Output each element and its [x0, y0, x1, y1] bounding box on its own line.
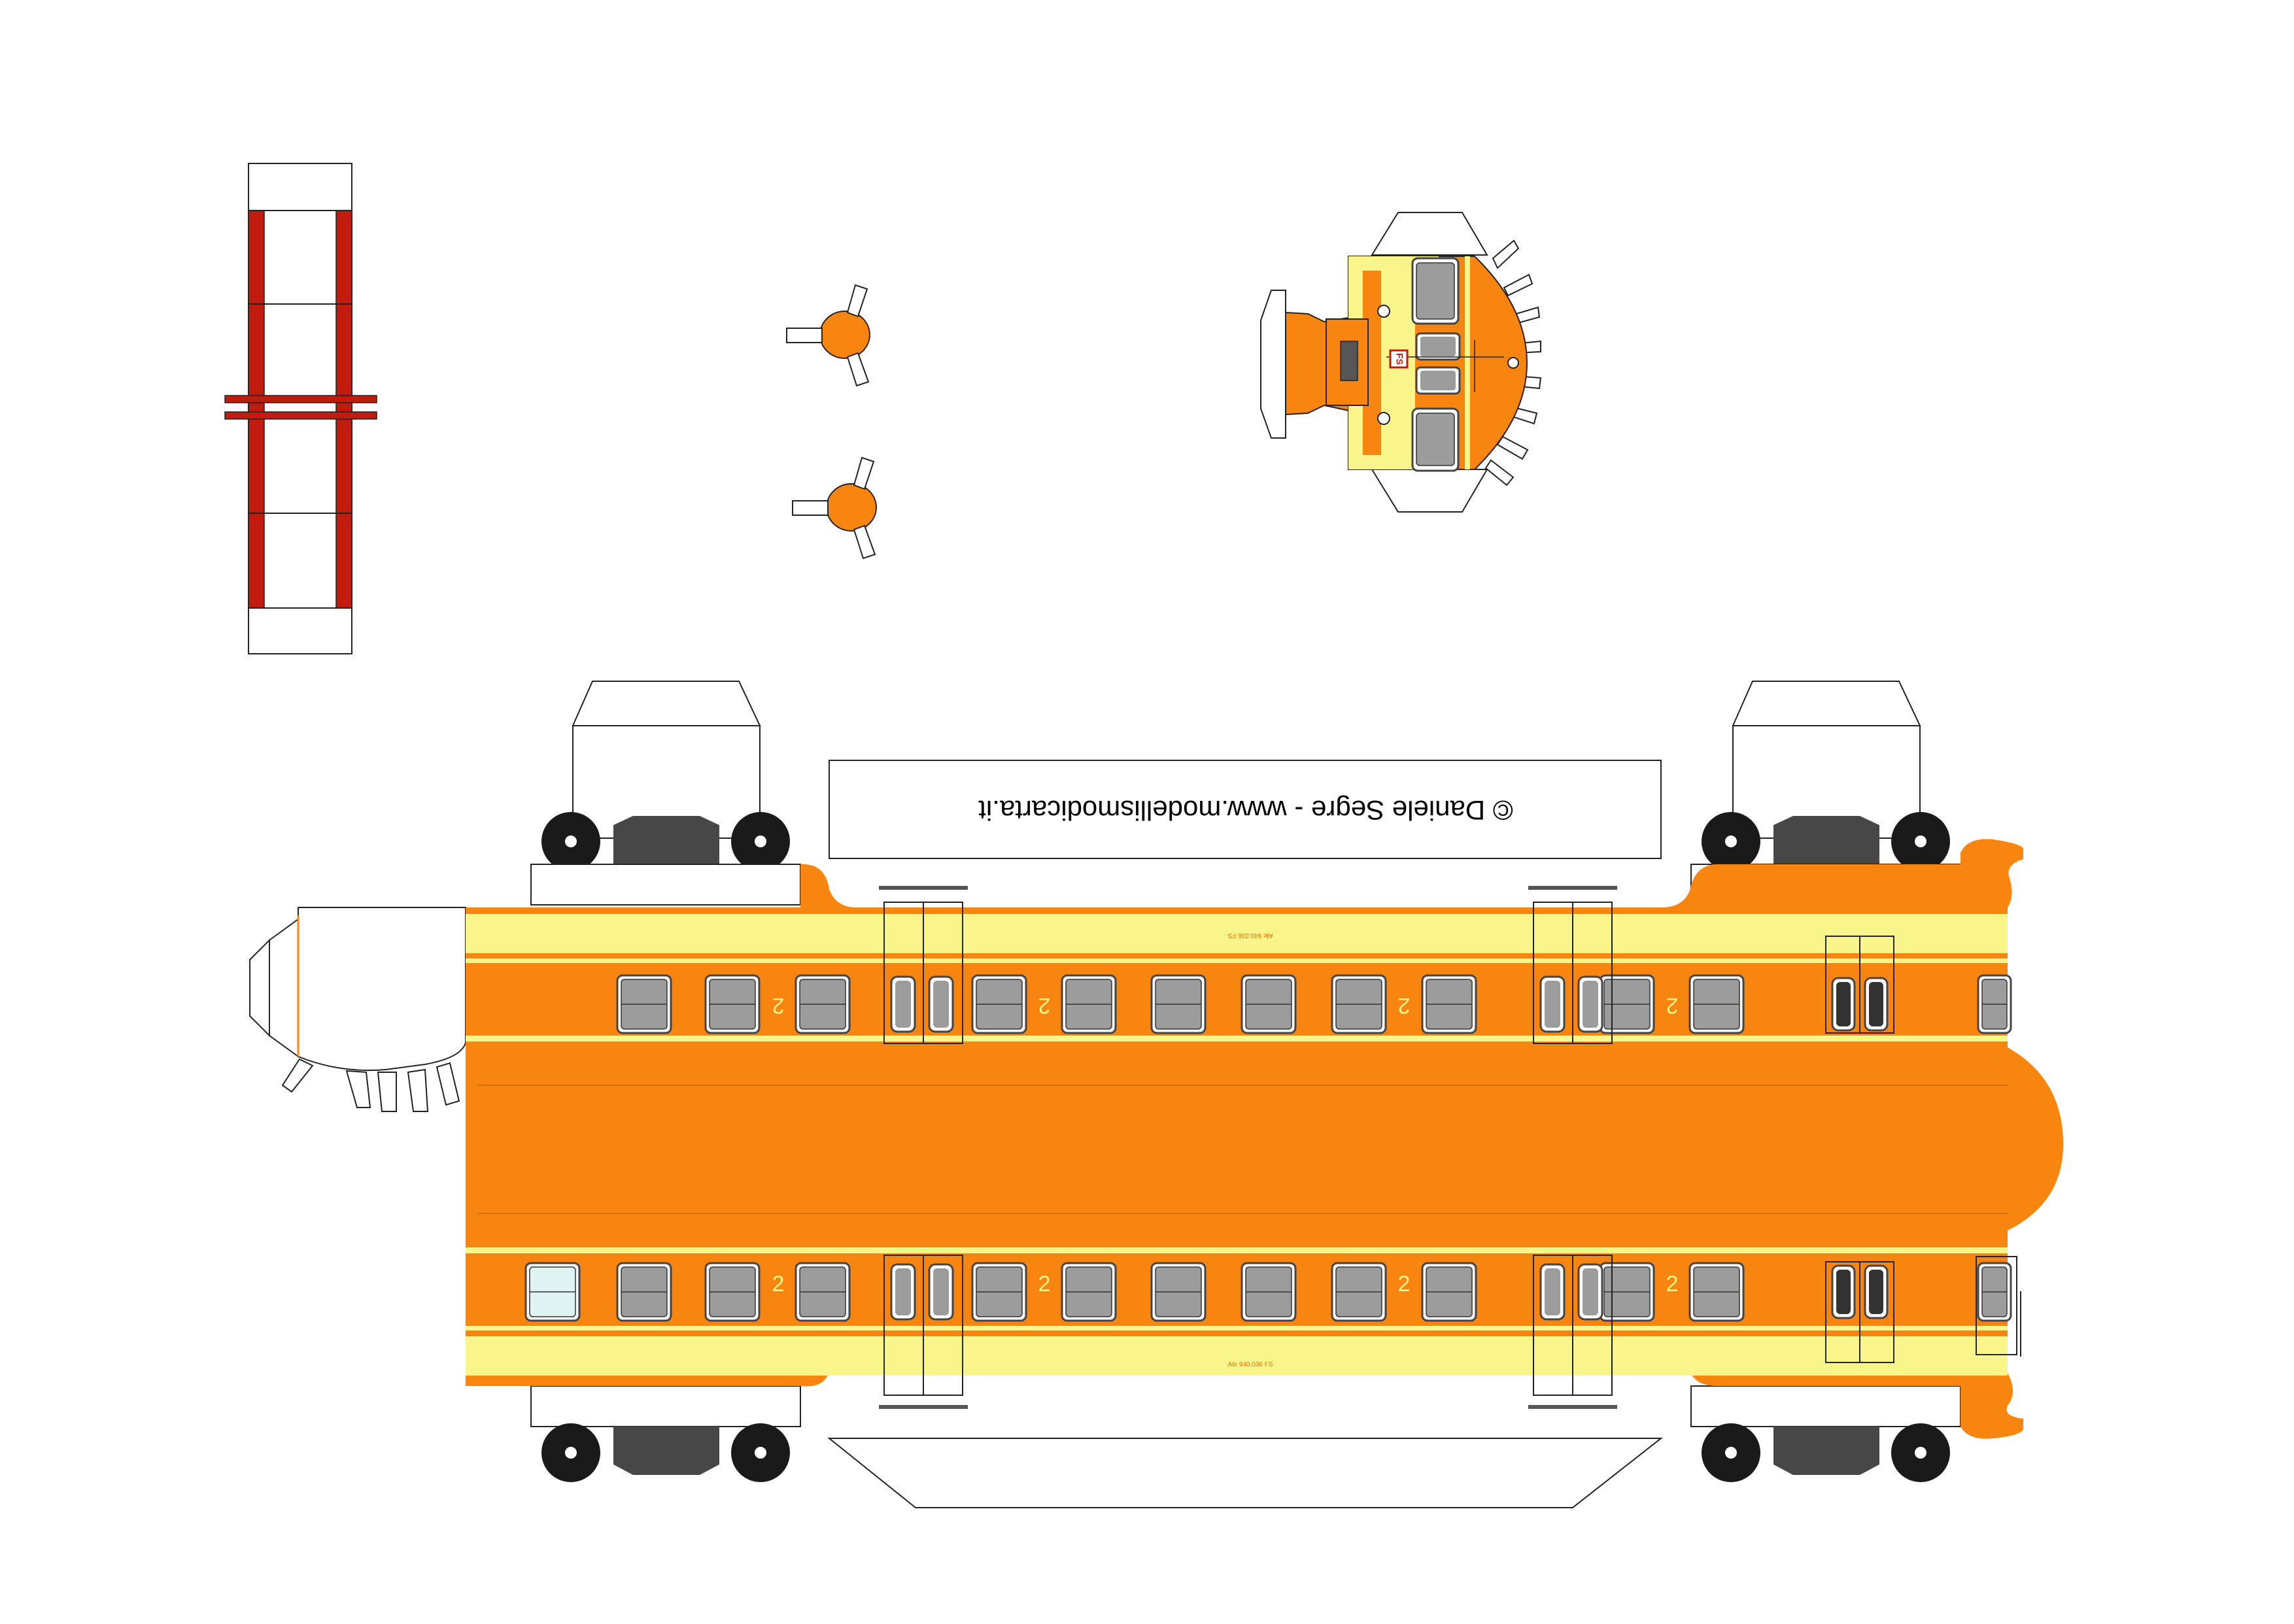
cab-window	[1411, 257, 1460, 325]
passenger-window	[1421, 974, 1477, 1034]
coupler-piece-2	[792, 456, 877, 560]
class-mark-row: 2 2 2 2 2 2 2 2	[772, 993, 1679, 1296]
bogie-bottom-left	[530, 1385, 801, 1482]
coupler-piece-1	[786, 284, 870, 387]
door-window-pair	[890, 1263, 954, 1321]
roof-tab-top	[829, 760, 1662, 859]
passenger-window	[971, 1262, 1027, 1322]
passenger-window	[1977, 1262, 2012, 1322]
class-mark: 2	[772, 1272, 785, 1296]
passenger-window	[616, 1262, 672, 1322]
passenger-window	[1599, 974, 1655, 1034]
class-mark: 2	[1398, 993, 1411, 1018]
copyright-text: © Daniele Segre - www.modellismodicarta.…	[978, 795, 1513, 826]
bogie-top-left	[530, 681, 801, 905]
class-mark: 2	[1666, 993, 1679, 1018]
passenger-window	[1241, 1262, 1297, 1322]
passenger-window	[1421, 1262, 1477, 1322]
passenger-window	[1688, 1262, 1745, 1322]
passenger-window	[704, 974, 761, 1034]
passenger-window	[1061, 1262, 1117, 1322]
entrance-door	[1528, 1255, 1617, 1409]
passenger-window	[1977, 974, 2012, 1034]
underframe-piece	[224, 163, 377, 654]
end-door	[1825, 936, 1894, 1034]
passenger-window	[1688, 974, 1745, 1034]
entrance-door	[879, 1255, 968, 1409]
car-number-bottom: Ale 940.036 FS	[1228, 1361, 1273, 1368]
passenger-window	[1241, 974, 1297, 1034]
upper-door-row	[879, 886, 1617, 1044]
cab-front-piece: FS	[1260, 212, 1542, 513]
passenger-window	[795, 1262, 851, 1322]
passenger-window	[1061, 974, 1117, 1034]
bogie-bottom-right	[1690, 1385, 1961, 1482]
class-mark: 2	[1398, 1272, 1411, 1296]
entrance-door	[1528, 886, 1617, 1044]
floor-tab-bottom	[827, 1438, 1663, 1508]
passenger-window	[1599, 1262, 1655, 1322]
passenger-window	[1150, 974, 1207, 1034]
passenger-window	[616, 974, 672, 1034]
fs-logo: FS	[1394, 353, 1405, 365]
class-mark: 2	[1038, 1272, 1051, 1296]
class-mark: 2	[772, 993, 785, 1018]
passenger-window	[1150, 1262, 1207, 1322]
lower-door-row	[879, 1255, 1617, 1409]
passenger-window	[1331, 1262, 1387, 1322]
door-window-pair	[1539, 1263, 1603, 1321]
door-window-pair	[890, 975, 954, 1033]
car-number-top: Ale 940.036 FS	[1227, 932, 1273, 939]
cab-window	[1411, 407, 1460, 472]
car-body: 2 2 2 2 2 2 2 2 Ale 940.036 FS Ale 940.036 FS	[466, 839, 2063, 1439]
passenger-window	[795, 974, 851, 1034]
door-window-pair	[1539, 975, 1603, 1033]
class-mark: 2	[1038, 993, 1051, 1018]
entrance-door	[879, 886, 968, 1044]
end-door	[1825, 1261, 1894, 1363]
lower-window-row	[524, 1261, 2012, 1363]
end-flap	[249, 907, 466, 1112]
passenger-window	[704, 1262, 761, 1322]
passenger-window	[524, 1262, 581, 1322]
passenger-window	[1331, 974, 1387, 1034]
class-mark: 2	[1666, 1272, 1679, 1296]
upper-window-row	[616, 936, 2012, 1034]
passenger-window	[971, 974, 1027, 1034]
